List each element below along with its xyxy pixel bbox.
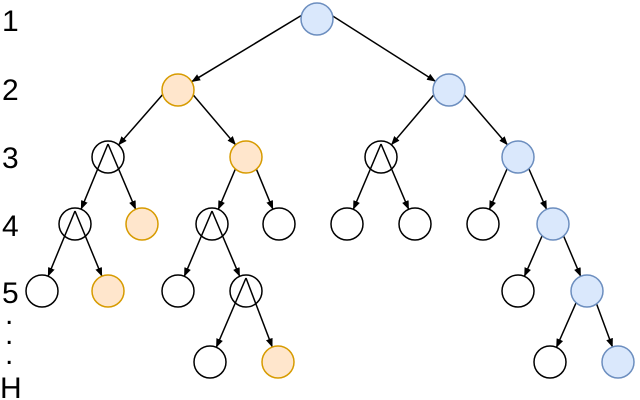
tree-node-n3d xyxy=(501,140,535,174)
tree-node-n4f xyxy=(398,207,432,241)
level-label: . xyxy=(5,338,13,371)
level-label: . xyxy=(5,318,13,351)
tree-node-n2a xyxy=(161,73,195,107)
tree-node-n2b xyxy=(432,73,466,107)
tree-edge-n3c-n4f xyxy=(380,143,410,210)
tree-node-nHa xyxy=(193,345,227,379)
tree-edge-n4a-n5a xyxy=(47,210,76,277)
tree-node-n5e xyxy=(501,274,535,308)
level-label: . xyxy=(5,298,13,331)
tree-node-nHd xyxy=(601,345,635,379)
level-label: 2 xyxy=(2,74,19,107)
tree-node-n3a xyxy=(91,140,125,174)
tree-edge-n3a-n4b xyxy=(107,143,137,210)
tree-node-n5b xyxy=(91,274,125,308)
tree-edge-n4c-n5c xyxy=(183,210,213,277)
tree-node-n4g xyxy=(466,207,500,241)
tree-edge-n3c-n4e xyxy=(352,143,382,210)
tree-node-n4d xyxy=(262,207,296,241)
level-label: 4 xyxy=(2,210,19,243)
tree-edge-n4a-n5b xyxy=(74,210,103,277)
tree-node-n4b xyxy=(125,207,159,241)
level-label: 3 xyxy=(2,142,19,175)
tree-node-n5c xyxy=(161,274,195,308)
tree-edge-n1-n2b xyxy=(316,5,436,83)
tree-node-n5d xyxy=(229,274,263,308)
tree-edge-n5d-nHa xyxy=(215,277,247,348)
tree-node-n1 xyxy=(300,2,334,36)
tree-node-n5a xyxy=(25,274,59,308)
tree-node-n3c xyxy=(364,140,398,174)
tree-node-n4c xyxy=(195,207,229,241)
tree-node-nHc xyxy=(533,345,567,379)
level-label: H xyxy=(0,372,22,400)
tree-node-n4h xyxy=(536,207,570,241)
tree-edge-n5d-nHb xyxy=(245,277,274,348)
level-label: 1 xyxy=(2,5,19,38)
tree-edge-n3a-n4a xyxy=(80,143,109,210)
tree-node-nHb xyxy=(261,345,295,379)
tree-node-n3b xyxy=(229,140,263,174)
tree-node-n5f xyxy=(570,274,604,308)
level-label: 5 xyxy=(2,277,19,310)
tree-edge-n4c-n5d xyxy=(211,210,241,277)
tree-node-n4a xyxy=(58,207,92,241)
tree-edge-n1-n2a xyxy=(191,5,318,83)
tree-node-n4e xyxy=(330,207,364,241)
